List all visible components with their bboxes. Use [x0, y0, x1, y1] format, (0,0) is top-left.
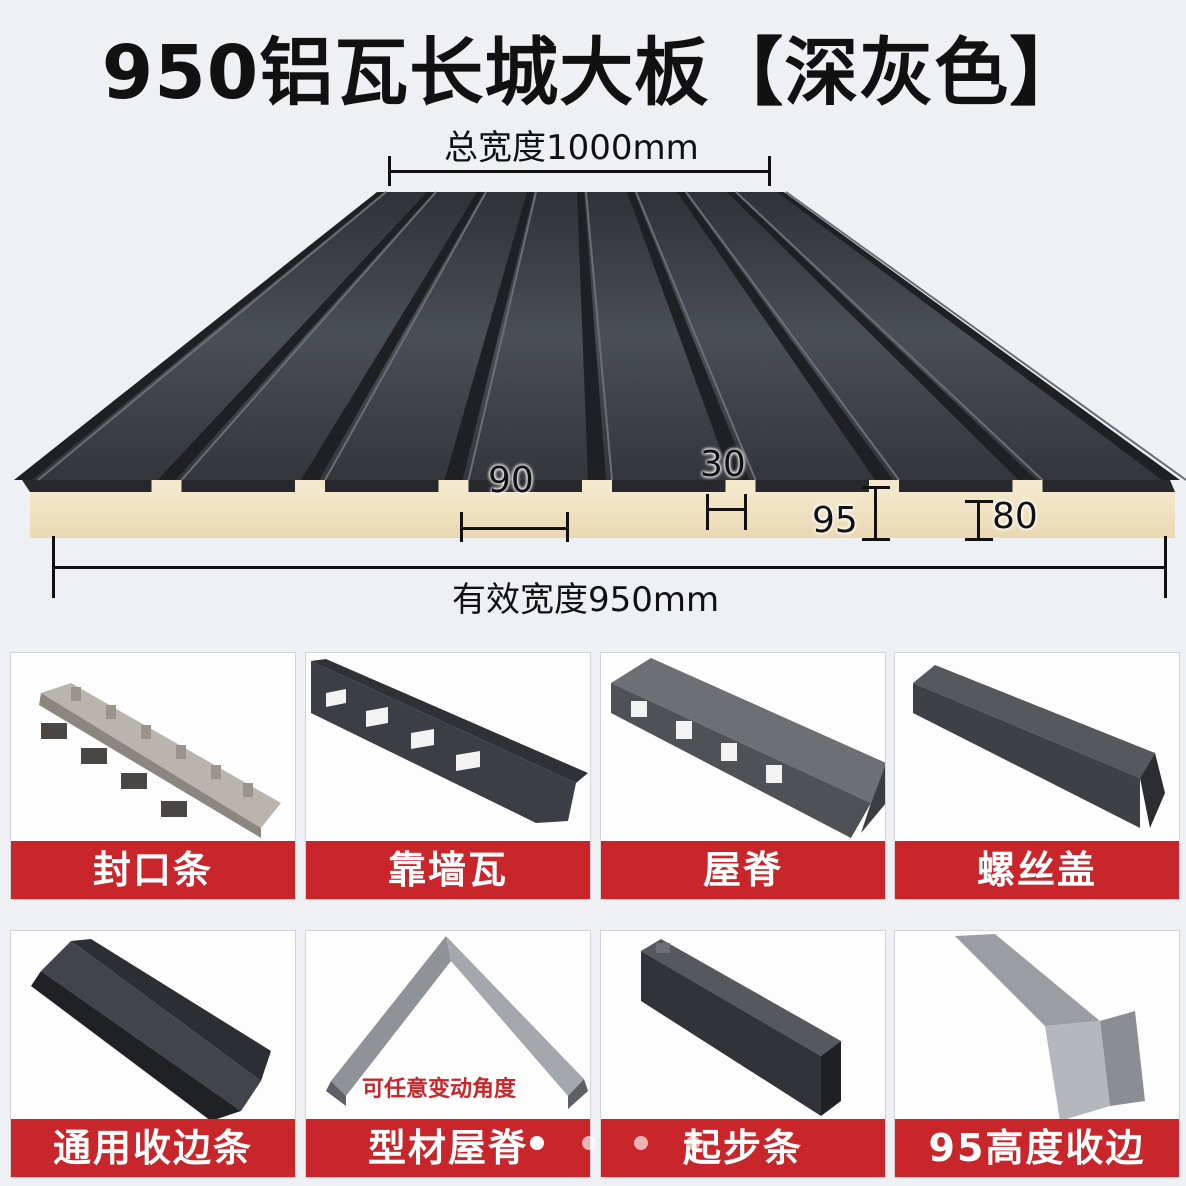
- product-label: 封口条: [11, 841, 295, 899]
- product-card-profile-ridge: 可任意变动角度 型材屋脊: [305, 930, 591, 1178]
- effective-width-line: [54, 566, 1166, 569]
- total-width-tick-left: [388, 156, 391, 186]
- panel-rib: [157, 192, 434, 480]
- height-80-label: 80: [992, 496, 1038, 537]
- product-label: 95高度收边: [895, 1119, 1179, 1177]
- total-width-line: [390, 170, 770, 173]
- roof-panel-illustration: [14, 191, 1186, 538]
- angle-note: 可任意变动角度: [362, 1077, 517, 1102]
- rib-spacing-tick-right: [566, 512, 569, 542]
- product-card-wall-flashing: 靠墙瓦: [305, 652, 591, 900]
- panel-rib-highlight: [685, 191, 900, 481]
- effective-width-tick-right: [1164, 536, 1167, 598]
- angle-trim-icon: [31, 939, 271, 1121]
- product-card-closure-strip: 封口条: [10, 652, 296, 900]
- closure-strip-icon: [39, 683, 281, 838]
- effective-width-tick-left: [52, 536, 55, 598]
- panel-rib: [627, 192, 750, 480]
- rib-spacing-line: [462, 527, 568, 530]
- wall-flashing-icon: [311, 659, 588, 823]
- panel-rib-highlight: [180, 191, 437, 481]
- foam-notch: [295, 480, 325, 494]
- effective-width-label: 有效宽度950mm: [452, 580, 720, 620]
- profile-ridge-icon: [326, 936, 588, 1109]
- product-label: 屋脊: [601, 841, 885, 899]
- panel-rib: [444, 192, 534, 480]
- panel-rib-highlight: [37, 191, 387, 481]
- panel-rib: [301, 192, 484, 480]
- height-95-line: [874, 486, 877, 540]
- foam-notch: [725, 480, 756, 494]
- rib-spacing-label: 90: [488, 460, 534, 501]
- height-80-line: [977, 500, 980, 540]
- starter-strip-icon: [641, 939, 841, 1116]
- panel-rib: [14, 192, 384, 480]
- rib-spacing-tick-left: [460, 512, 463, 542]
- panel-rib: [727, 192, 1037, 480]
- panel-rib-highlight: [785, 191, 1186, 481]
- total-width-label: 总宽度1000mm: [444, 128, 699, 168]
- ridge-cap-icon: [611, 658, 885, 838]
- product-label: 螺丝盖: [895, 841, 1179, 899]
- foam-notch: [438, 480, 469, 494]
- rib-top-tick-right: [744, 494, 747, 530]
- foam-notches: [151, 480, 1043, 494]
- panel-rib: [777, 192, 1180, 480]
- height-95-tick-top: [862, 486, 890, 489]
- product-card-edge-trim-95: 95高度收边: [894, 930, 1180, 1178]
- rib-top-line: [708, 508, 746, 511]
- foam-core: [30, 490, 1175, 538]
- panel-surface: [22, 192, 1170, 480]
- foam-notch: [582, 480, 612, 494]
- product-label: 起步条: [601, 1119, 885, 1177]
- panel-rib: [577, 192, 606, 480]
- panel-rib-highlight: [467, 191, 537, 481]
- carousel-dot[interactable]: [582, 1136, 596, 1150]
- total-width-tick-right: [768, 156, 771, 186]
- carousel-dot[interactable]: [530, 1136, 544, 1150]
- carousel-dot[interactable]: [686, 1136, 700, 1150]
- height-95-tick-bottom: [862, 538, 890, 541]
- panel-rib: [677, 192, 893, 480]
- product-label: 靠墙瓦: [306, 841, 590, 899]
- product-card-ridge-cap: 屋脊: [600, 652, 886, 900]
- page-title: 950铝瓦长城大板【深灰色】: [101, 30, 1085, 116]
- panel-ribs: [14, 191, 1186, 481]
- carousel-dot[interactable]: [634, 1136, 648, 1150]
- product-card-starter-strip: 起步条: [600, 930, 886, 1178]
- screw-cap-icon: [913, 665, 1165, 828]
- panel-rib-highlight: [735, 191, 1044, 481]
- panel-rib-highlight: [324, 191, 487, 481]
- height-80-tick-top: [965, 500, 993, 503]
- height-95-label: 95: [812, 500, 858, 541]
- edge-trim-95-icon: [955, 934, 1145, 1121]
- rib-top-label: 30: [700, 444, 746, 485]
- foam-notch: [1012, 480, 1043, 494]
- product-label: 型材屋脊: [306, 1119, 590, 1177]
- product-card-screw-cap: 螺丝盖: [894, 652, 1180, 900]
- height-80-tick-bottom: [965, 538, 993, 541]
- panel-rib-highlight: [585, 191, 613, 481]
- panel-rib-highlight: [635, 191, 757, 481]
- foam-notch: [151, 480, 182, 494]
- product-label: 通用收边条: [11, 1119, 295, 1177]
- product-card-angle-trim: 通用收边条: [10, 930, 296, 1178]
- rib-top-tick-left: [706, 494, 709, 530]
